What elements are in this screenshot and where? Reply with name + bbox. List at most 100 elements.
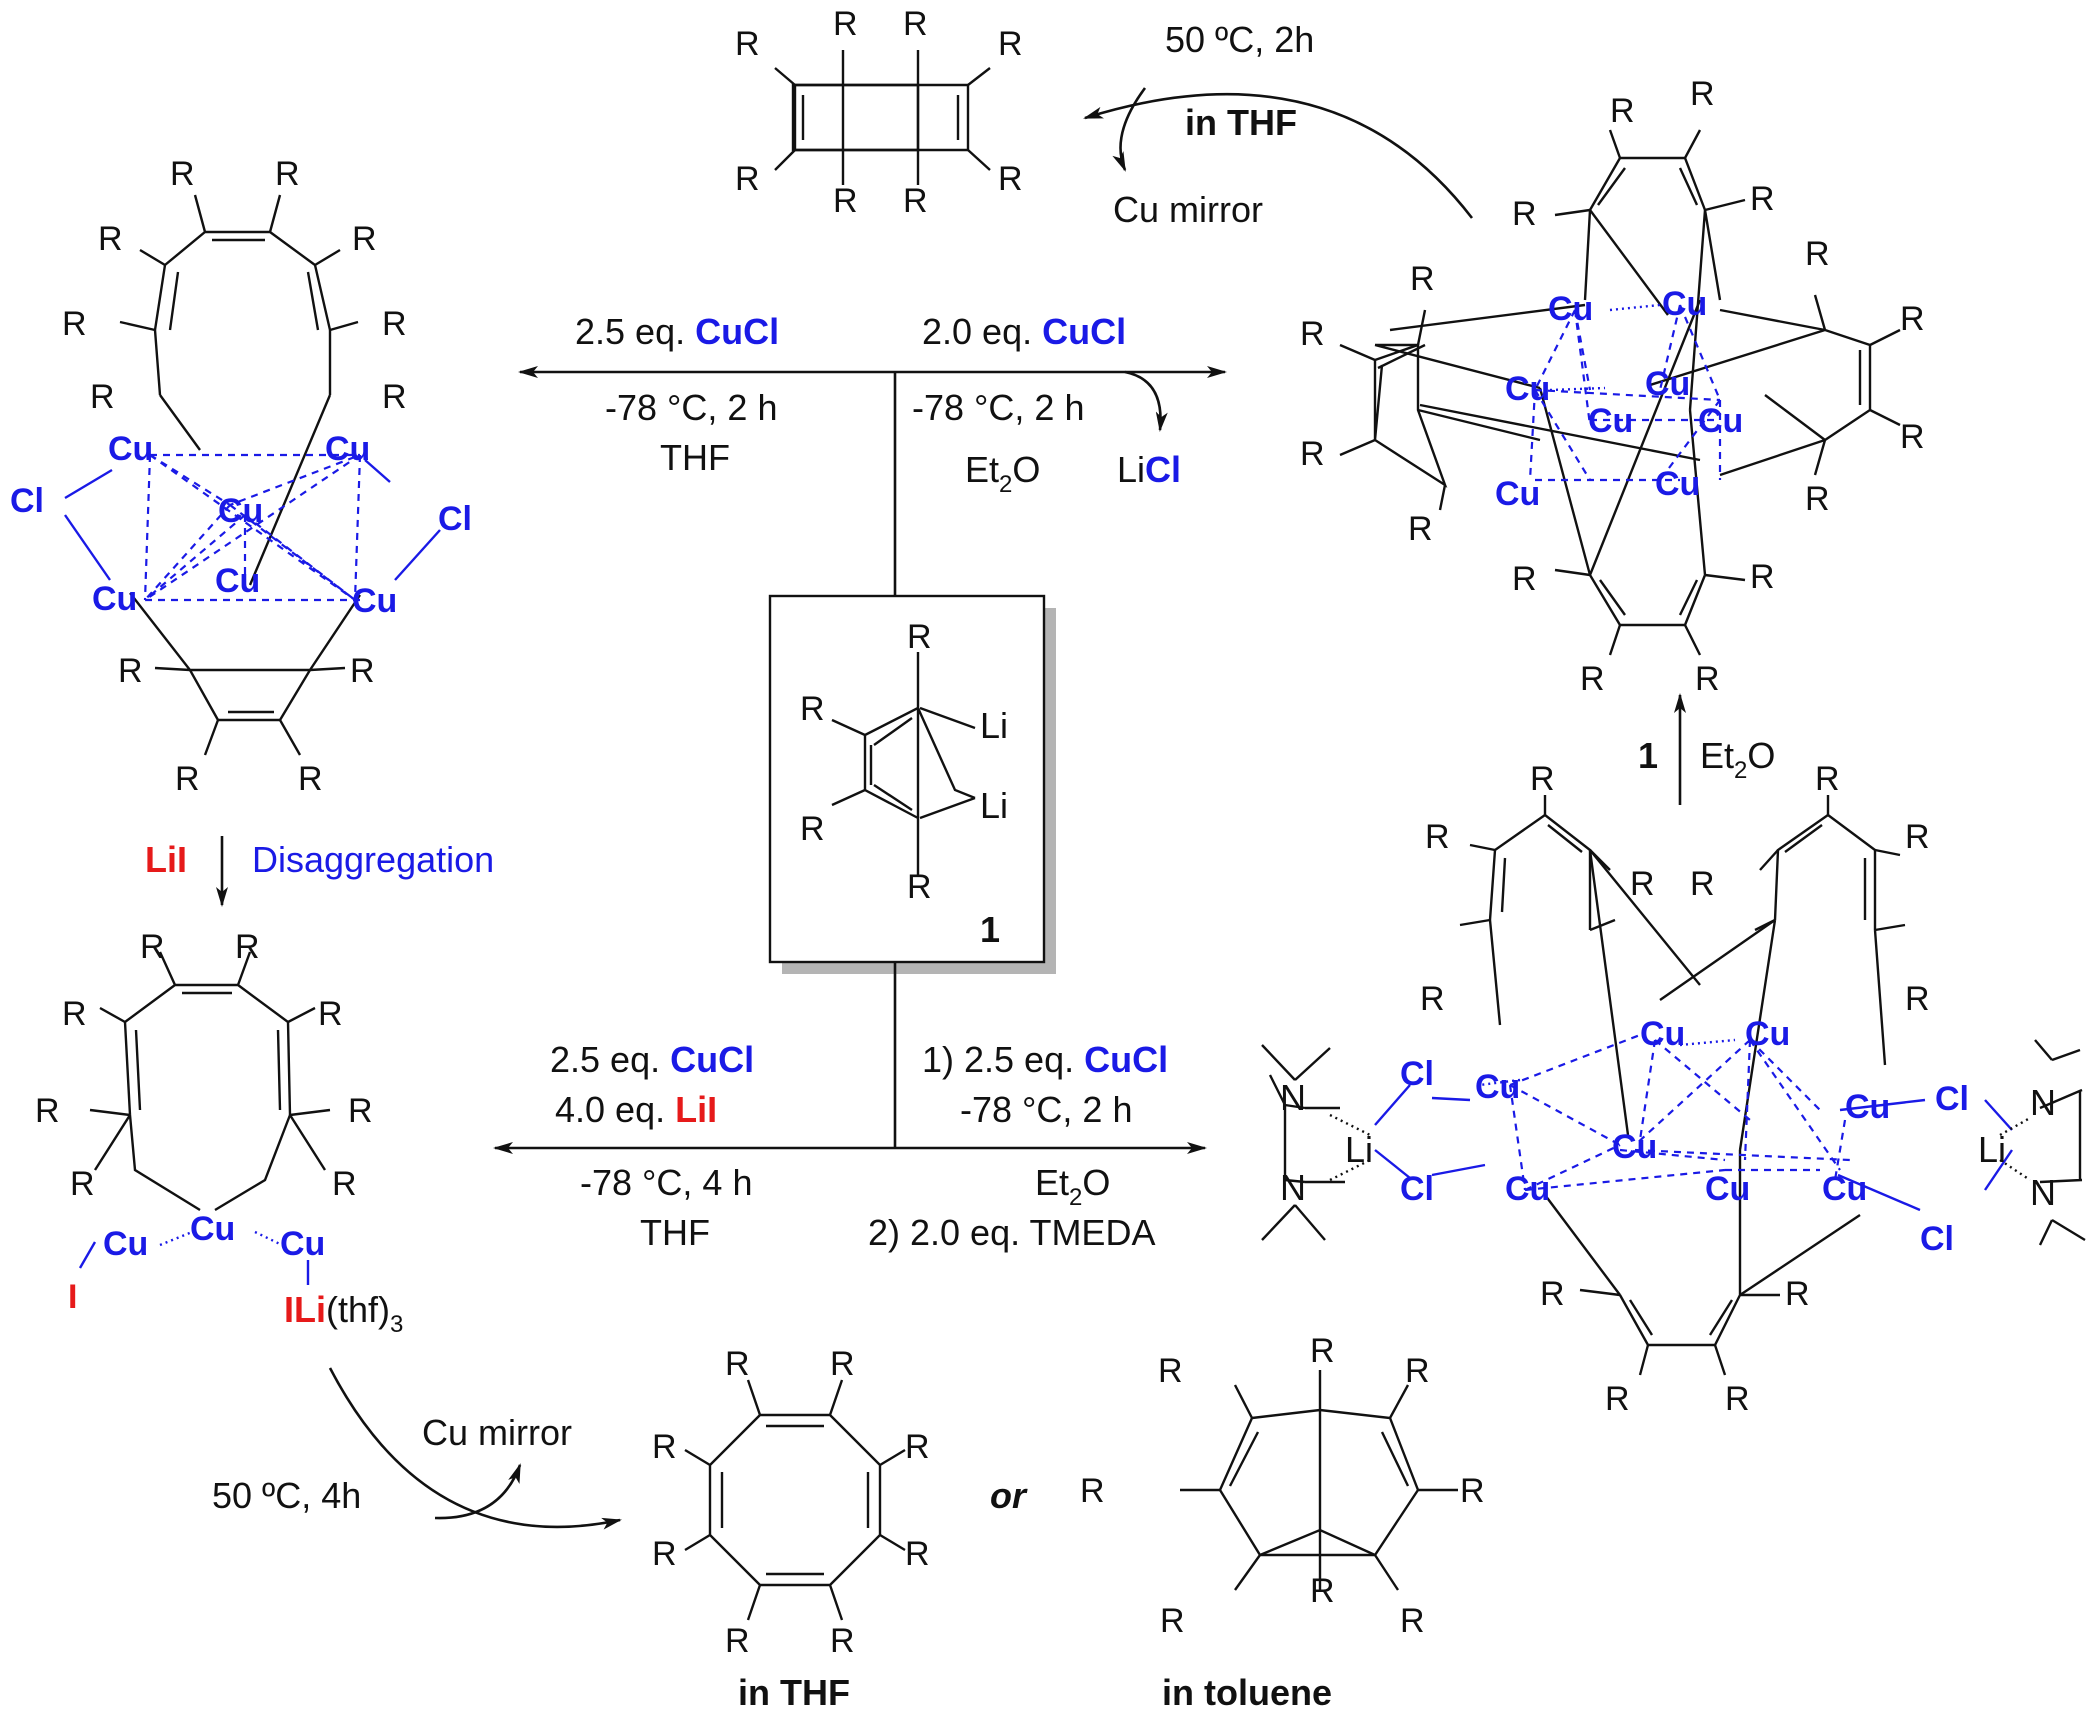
atom-label: Cu: [1505, 1170, 1550, 1208]
top-cu-mirror-arrow: [1112, 87, 1147, 172]
atom-label: R: [725, 1622, 750, 1660]
bottom-right-condition-line4: 2) 2.0 eq. TMEDA: [868, 1212, 1155, 1253]
atom-label: R: [903, 182, 928, 220]
bottom-left-condition-line1: 2.5 eq. CuCl: [550, 1039, 754, 1080]
atom-label: R: [1410, 260, 1435, 298]
atom-label: Cl: [1400, 1170, 1434, 1208]
atom-label: R: [905, 1535, 930, 1573]
atom-label: R: [833, 5, 858, 43]
atom-label: Cu: [108, 430, 153, 468]
ili-thf-label: ILi(thf)3: [284, 1289, 403, 1338]
or-connector: or: [990, 1475, 1028, 1516]
atom-label: Cu: [1822, 1170, 1867, 1208]
atom-label: R: [1530, 760, 1555, 798]
cu8-tmeda-cluster: R R R R R R R R R R R R Cu Cu Cu Cu Cu C…: [1261, 760, 2086, 1418]
atom-label: R: [652, 1428, 677, 1466]
atom-label: Li: [980, 785, 1008, 826]
atom-label: R: [1460, 1472, 1485, 1510]
atom-label: Cu: [1705, 1170, 1750, 1208]
atom-label: R: [35, 1092, 60, 1130]
atom-label: Cu: [1640, 1015, 1685, 1053]
atom-label: N: [1280, 1077, 1306, 1118]
atom-label: Cu: [1548, 290, 1593, 328]
atom-label: R: [800, 690, 825, 728]
atom-label: Cl: [1935, 1080, 1969, 1118]
bottom-right-condition-line1: 1) 2.5 eq. CuCl: [922, 1039, 1168, 1080]
bottom-right-condition-line2: -78 °C, 2 h: [960, 1089, 1132, 1130]
atom-label: R: [1405, 1352, 1430, 1390]
atom-label: Cl: [1920, 1220, 1954, 1258]
atom-label: R: [735, 160, 760, 198]
disaggregation-label: Disaggregation: [252, 839, 494, 880]
bottom-left-condition-line2: 4.0 eq. LiI: [555, 1089, 717, 1130]
top-left-condition-line3: THF: [660, 437, 730, 478]
atom-label: R: [1690, 75, 1715, 113]
bottom-thermolysis-arrow: [328, 1367, 622, 1530]
atom-label: R: [140, 928, 165, 966]
atom-label: R: [175, 760, 200, 798]
atom-label: R: [907, 868, 932, 906]
atom-label: R: [1695, 660, 1720, 698]
atom-label: R: [1408, 510, 1433, 548]
atom-label: R: [998, 25, 1023, 63]
atom-label: R: [1900, 418, 1925, 456]
atom-label: R: [1425, 818, 1450, 856]
atom-label: R: [1805, 235, 1830, 273]
atom-label: R: [275, 155, 300, 193]
atom-label: R: [1160, 1602, 1185, 1640]
atom-label: R: [352, 220, 377, 258]
top-thermolysis-condition: 50 ºC, 2h: [1165, 19, 1314, 60]
atom-label: R: [725, 1345, 750, 1383]
atom-label: R: [62, 995, 87, 1033]
atom-label: R: [1905, 980, 1930, 1018]
atom-label: R: [1310, 1332, 1335, 1370]
atom-label: R: [1300, 435, 1325, 473]
atom-label: R: [1785, 1275, 1810, 1313]
atom-label: R: [382, 305, 407, 343]
atom-label: Cu: [215, 562, 260, 600]
atom-label: N: [2030, 1172, 2056, 1213]
atom-label: Li: [980, 705, 1008, 746]
atom-label: R: [905, 1428, 930, 1466]
atom-label: R: [1400, 1602, 1425, 1640]
atom-label: R: [1540, 1275, 1565, 1313]
atom-label: Cu: [190, 1210, 235, 1248]
atom-label: R: [382, 378, 407, 416]
atom-label: Cl: [438, 500, 472, 538]
top-branch-arrows: [518, 366, 1227, 596]
atom-label: R: [170, 155, 195, 193]
bottom-cu-mirror-arrow: [434, 1463, 522, 1520]
top-thermolysis-arrow: [1083, 92, 1474, 219]
atom-label: R: [735, 25, 760, 63]
compound-1-box: R R R R Li Li 1: [768, 594, 1056, 974]
atom-label: Li: [1978, 1129, 2006, 1170]
atom-label: R: [830, 1345, 855, 1383]
atom-label: Cu: [92, 580, 137, 618]
atom-label: R: [833, 182, 858, 220]
atom-label: R: [907, 618, 932, 656]
atom-label: R: [1080, 1472, 1105, 1510]
atom-label: R: [1750, 180, 1775, 218]
atom-label: Cu: [280, 1225, 325, 1263]
atom-label: R: [1905, 818, 1930, 856]
atom-label: Cu: [1475, 1068, 1520, 1106]
atom-label: Cu: [1655, 465, 1700, 503]
atom-label: R: [1805, 480, 1830, 518]
atom-label: R: [1512, 195, 1537, 233]
atom-label: R: [62, 305, 87, 343]
cyclooctatetraene-product: R R R R R R R R: [652, 1345, 930, 1660]
bottom-cu-mirror-label: Cu mirror: [422, 1412, 572, 1453]
atom-label: R: [298, 760, 323, 798]
atom-label: R: [800, 810, 825, 848]
licl-byproduct: LiCl: [1117, 449, 1181, 490]
cu8-cluster-top-right: R R R R R R R R R R R R R R R R Cu Cu Cu…: [1300, 75, 1925, 698]
atom-label: R: [318, 995, 343, 1033]
atom-label: Cu: [103, 1225, 148, 1263]
atom-label: I: [68, 1278, 77, 1316]
atom-label: Cu: [1645, 365, 1690, 403]
tricyclic-product: R R R R R R R R: [735, 5, 1023, 220]
lii-reagent: LiI: [145, 839, 187, 880]
atom-label: R: [1815, 760, 1840, 798]
atom-label: R: [1725, 1380, 1750, 1418]
